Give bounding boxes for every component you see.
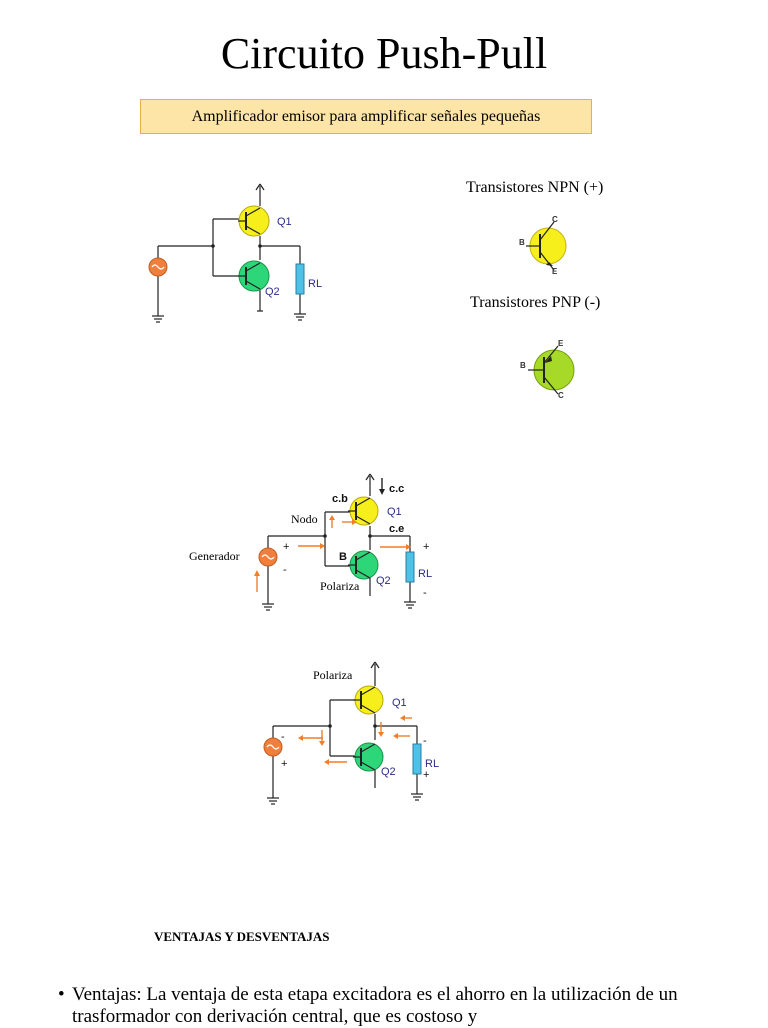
page-title: Circuito Push-Pull (220, 29, 548, 78)
svg-text:E: E (552, 267, 558, 276)
section-title: VENTAJAS Y DESVENTAJAS (154, 929, 330, 944)
svg-text:c.e: c.e (389, 523, 404, 535)
npn-title: Transistores NPN (+) (466, 179, 604, 196)
svg-text:Q1: Q1 (392, 697, 407, 709)
svg-text:B: B (520, 361, 526, 370)
polariza-label-diagram3: Polariza (313, 668, 353, 682)
q1-label: Q1 (277, 216, 292, 228)
svg-text:C: C (552, 215, 558, 224)
svg-text:+: + (281, 758, 287, 770)
pnp-transistor-icon: B E C (520, 339, 575, 400)
subtitle-banner: Amplificador emisor para amplificar seña… (140, 99, 592, 134)
svg-text:c.b: c.b (332, 493, 348, 505)
svg-text:+: + (423, 541, 429, 553)
push-pull-operation-diagram-negative: Q1 Q2 RL - + - + (263, 661, 439, 805)
generador-label: Generador (189, 549, 240, 563)
svg-text:+: + (283, 541, 289, 553)
svg-text:RL: RL (418, 568, 432, 580)
push-pull-circuit-diagram: Q1 Q2 RL (148, 183, 322, 323)
svg-text:B: B (519, 238, 525, 247)
svg-text:-: - (281, 731, 285, 743)
svg-text:c.c: c.c (389, 483, 404, 495)
svg-text:Q1: Q1 (387, 506, 402, 518)
q2-label: Q2 (265, 286, 280, 298)
bullet-item: • Ventajas: La ventaja de esta etapa exc… (58, 984, 738, 1028)
polariza-label-diagram2: Polariza (320, 579, 360, 593)
bullet-text: Ventajas: La ventaja de esta etapa excit… (72, 984, 678, 1027)
svg-text:-: - (423, 735, 427, 747)
svg-text:-: - (283, 564, 287, 576)
pnp-title: Transistores PNP (-) (470, 294, 601, 311)
npn-transistor-icon: B C E (519, 215, 567, 276)
push-pull-operation-diagram-positive: c.c c.b c.e Q1 Q2 RL B + - + - (254, 473, 432, 611)
svg-text:Q2: Q2 (381, 766, 396, 778)
svg-text:C: C (558, 391, 564, 400)
svg-text:+: + (423, 769, 429, 781)
svg-text:B: B (339, 551, 347, 563)
bullet-mark: • (58, 984, 65, 1005)
svg-text:E: E (558, 339, 564, 348)
svg-text:RL: RL (425, 758, 439, 770)
nodo-label: Nodo (291, 512, 318, 526)
svg-text:Q2: Q2 (376, 575, 391, 587)
rl-label: RL (308, 278, 322, 290)
svg-text:-: - (423, 587, 427, 599)
